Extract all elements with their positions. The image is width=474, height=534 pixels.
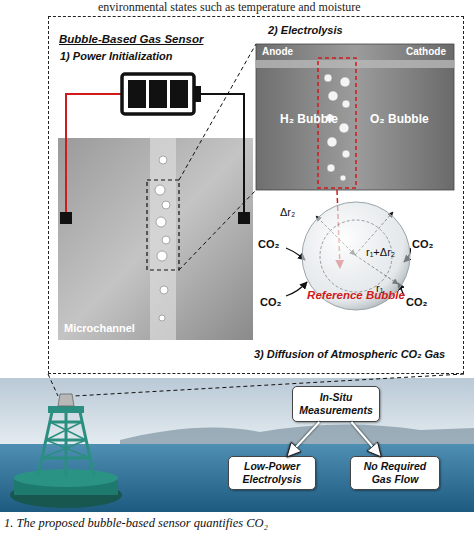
feature-box: No Required Gas Flow	[350, 456, 440, 490]
electrolysis-photo	[256, 44, 454, 190]
battery-cell	[170, 80, 188, 108]
annotation: r₁+Δr₂	[366, 246, 395, 258]
bubble	[342, 100, 350, 108]
annotation: CO₂	[406, 296, 427, 308]
tower-leg	[80, 412, 94, 476]
node-label: No Required Gas Flow	[351, 460, 439, 486]
callout-box: In-Situ Measurements	[292, 386, 380, 422]
annotation: 2) Electrolysis	[268, 24, 343, 36]
electrode-pad	[60, 212, 72, 224]
bubble	[162, 201, 170, 209]
bubble	[156, 217, 166, 227]
annotation: 3) Diffusion of Atmospheric CO₂ Gas	[254, 348, 445, 360]
connector-arrow	[351, 422, 380, 456]
node-label: In-Situ Measurements	[293, 391, 379, 417]
sky	[0, 378, 474, 448]
annotation: Δr₂	[280, 206, 295, 218]
annotation: CO₂	[260, 296, 281, 308]
annotation: O₂ Bubble	[370, 112, 429, 126]
bubble	[160, 286, 168, 294]
bubble	[157, 251, 167, 261]
battery-symbol	[122, 74, 194, 114]
battery-terminal	[194, 86, 201, 102]
panel-heading: Bubble-Based Gas Sensor	[59, 33, 203, 45]
connector-arrow	[288, 422, 320, 456]
sea	[0, 444, 474, 512]
channel	[150, 138, 176, 340]
annotation: CO₂	[412, 238, 433, 250]
figure-caption: 1. The proposed bubble-based sensor quan…	[4, 516, 268, 531]
bubbles	[155, 156, 170, 321]
co2-arrow	[286, 282, 307, 296]
tower-brace	[42, 422, 90, 458]
tower-rung	[42, 422, 90, 458]
red-wire	[66, 94, 122, 212]
bubble	[324, 74, 332, 82]
zoom-line	[48, 374, 58, 396]
annotation: Cathode	[406, 46, 446, 57]
bubble	[328, 91, 338, 101]
tower-platform	[48, 406, 84, 413]
buoy-light	[58, 394, 74, 406]
tower-leg	[38, 412, 52, 476]
bubble-shape	[302, 202, 410, 310]
node-label: Low-Power Electrolysis	[229, 460, 315, 486]
node-label: Reference Bubble	[307, 289, 405, 301]
bubble	[327, 137, 337, 147]
annotation: Microchannel	[64, 322, 135, 334]
annotation: 1) Power Initialization	[60, 50, 172, 62]
bubble	[340, 77, 350, 87]
annotation: Anode	[262, 46, 293, 57]
battery-cell	[128, 80, 146, 108]
electrode-pad	[238, 212, 250, 224]
annotation: H₂ Bubble	[280, 112, 338, 126]
zoom-line	[179, 190, 256, 270]
feature-box: Low-Power Electrolysis	[228, 456, 316, 490]
zoom-box	[147, 180, 179, 270]
mountains	[120, 424, 474, 446]
zoom-line	[74, 374, 464, 396]
battery-cell	[149, 80, 167, 108]
bubbles	[324, 74, 350, 181]
body-text: environmental states such as temperature…	[98, 0, 361, 15]
bubble	[162, 236, 170, 244]
black-wire	[200, 94, 244, 212]
bubble	[327, 164, 335, 172]
annotation: CO₂	[258, 238, 279, 250]
bubble	[159, 315, 165, 321]
microchannel-photo	[58, 138, 253, 340]
bubble	[155, 185, 165, 195]
buoy-tower	[38, 412, 94, 478]
electrode-strip	[256, 60, 454, 68]
bubble	[340, 175, 346, 181]
bubble	[339, 123, 349, 133]
bubble	[159, 156, 167, 164]
annotation: r₁	[376, 282, 383, 294]
bubble	[342, 150, 350, 158]
sensor-panel: Bubble-Based Gas SensorReference Bubble	[48, 16, 464, 374]
zoom-line	[179, 44, 256, 180]
